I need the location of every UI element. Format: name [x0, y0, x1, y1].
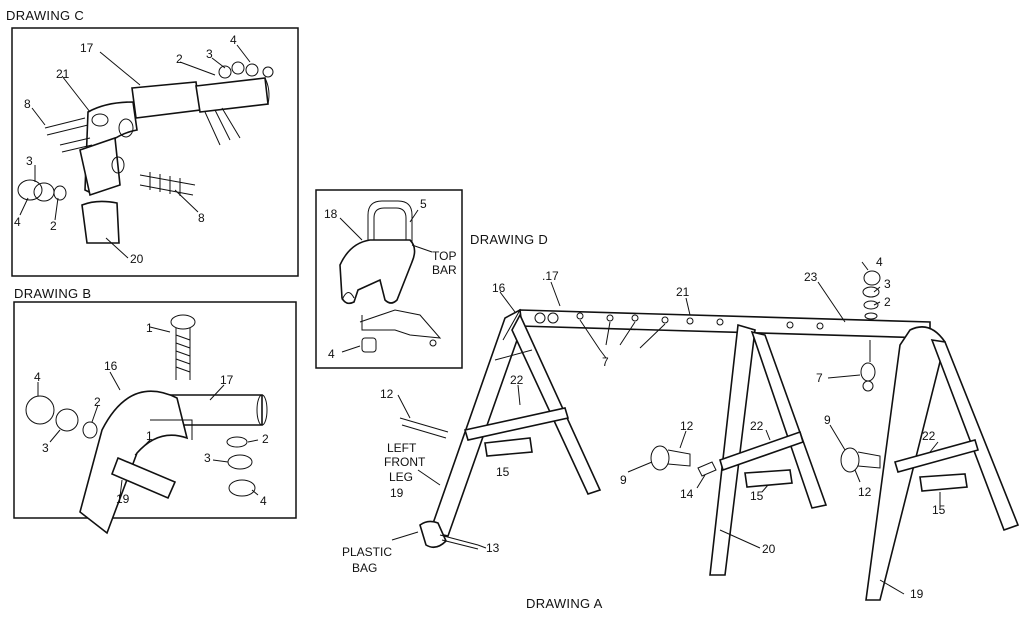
drawing-b-title: DRAWING B [14, 286, 91, 301]
post-20 [81, 200, 120, 244]
middle-front-leg [709, 323, 756, 576]
drawing-a: DRAWING A [342, 255, 1020, 611]
callout-d-5: 5 [420, 197, 427, 211]
callout-a-21: 21 [676, 285, 690, 299]
bolt-15-right [919, 473, 968, 492]
bolt-15-left [484, 437, 533, 457]
drawing-a-title: DRAWING A [526, 596, 603, 611]
label-leg-19: 19 [390, 486, 404, 500]
callout-c-3: 3 [206, 47, 213, 61]
callout-a-17: .17 [542, 269, 559, 283]
callout-a-12b: 12 [680, 419, 694, 433]
drawing-d: DRAWING D 18 5 4 TOP BAR [315, 189, 548, 369]
bolt-12-left [399, 417, 449, 439]
callout-b-4b: 4 [260, 494, 267, 508]
callout-d-18: 18 [324, 207, 338, 221]
top-bar-bolts [534, 312, 824, 351]
callout-a-3: 3 [884, 277, 891, 291]
crossbar-left [463, 407, 570, 441]
tube-17 [131, 81, 201, 119]
drawing-d-frame [315, 189, 463, 369]
label-plastic: PLASTIC [342, 545, 392, 559]
callout-b-17: 17 [220, 373, 234, 387]
callout-a-15: 15 [496, 465, 510, 479]
label-bar: BAR [432, 263, 457, 277]
callout-b-1: 1 [146, 321, 153, 335]
drawing-b-frame [13, 301, 297, 519]
u-bolt-5 [367, 200, 413, 242]
bolt-b-1 [110, 456, 177, 500]
callout-c-2b: 2 [50, 219, 57, 233]
callout-c-17: 17 [80, 41, 94, 55]
callout-a-12: 12 [380, 387, 394, 401]
callout-c-4b: 4 [14, 215, 21, 229]
callout-a-19: 19 [910, 587, 924, 601]
callout-a-4: 4 [876, 255, 883, 269]
callout-b-16: 16 [104, 359, 118, 373]
callout-a-22c: 22 [922, 429, 936, 443]
crossbar-right [893, 439, 980, 473]
callout-b-2: 2 [94, 395, 101, 409]
bracket-16 [79, 390, 189, 535]
middle-rear-leg [750, 330, 828, 509]
callout-c-20: 20 [130, 252, 144, 266]
callout-a-12c: 12 [858, 485, 872, 499]
callout-b-2b: 2 [262, 432, 269, 446]
callout-a-13: 13 [486, 541, 500, 555]
label-bag: BAG [352, 561, 377, 575]
callout-c-3b: 3 [26, 154, 33, 168]
callout-b-3b: 3 [204, 451, 211, 465]
callout-b-3: 3 [42, 441, 49, 455]
callout-b-19: 19 [116, 492, 130, 506]
callout-a-9: 9 [824, 413, 831, 427]
right-rear-leg [930, 339, 1020, 532]
callout-a-20: 20 [762, 542, 776, 556]
crossbar-middle [719, 430, 804, 472]
callout-a-15b: 15 [750, 489, 764, 503]
drawing-b: DRAWING B 1 16 17 4 3 2 2 3 4 1 19 [13, 286, 297, 535]
drawing-c-title: DRAWING C [6, 8, 84, 23]
callout-c-21: 21 [56, 67, 70, 81]
callout-c-4: 4 [230, 33, 237, 47]
callout-a-22b: 22 [750, 419, 764, 433]
callout-a-9b: 9 [620, 473, 627, 487]
label-front: FRONT [384, 455, 426, 469]
callout-c-2: 2 [176, 52, 183, 66]
callout-a-16: 16 [492, 281, 506, 295]
callout-b-4: 4 [34, 370, 41, 384]
callout-a-23: 23 [804, 270, 818, 284]
label-top: TOP [432, 249, 456, 263]
callout-b-1b: 1 [146, 429, 153, 443]
label-left: LEFT [387, 441, 417, 455]
leg-socket [79, 136, 121, 197]
top-bar-23 [519, 309, 931, 339]
callout-d-4: 4 [328, 347, 335, 361]
callout-c-8b: 8 [198, 211, 205, 225]
saddle-18 [339, 239, 416, 305]
drawing-c-frame [11, 27, 299, 277]
callout-a-14: 14 [680, 487, 694, 501]
callout-a-15c: 15 [932, 503, 946, 517]
drawing-d-title: DRAWING D [470, 232, 548, 247]
drawing-c: DRAWING C 17 21 2 3 4 8 3 4 2 [6, 8, 299, 277]
callout-c-8: 8 [24, 97, 31, 111]
callout-a-7b: 7 [816, 371, 823, 385]
callout-a-7: 7 [602, 355, 609, 369]
bolt-15-middle [744, 469, 793, 488]
left-rear-leg [511, 313, 602, 495]
callout-a-22: 22 [510, 373, 524, 387]
top-bar-tube [195, 77, 269, 113]
label-leg: LEG [389, 470, 413, 484]
callout-a-2: 2 [884, 295, 891, 309]
